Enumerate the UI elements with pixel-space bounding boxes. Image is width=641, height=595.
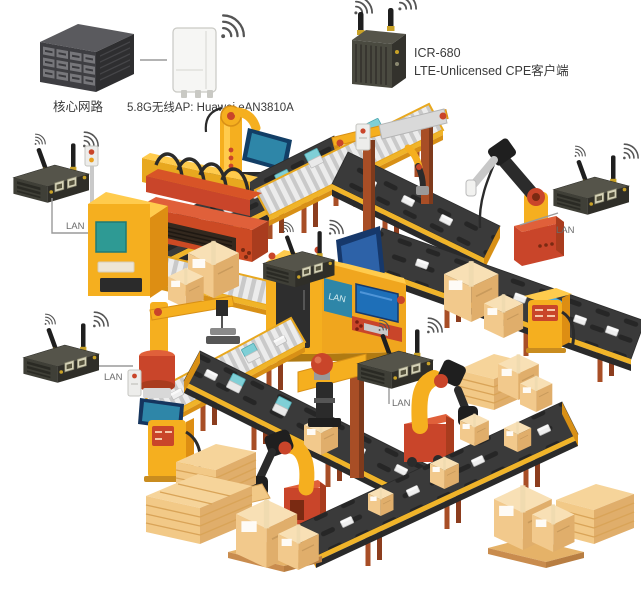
box-stack-bottom-left xyxy=(228,498,322,572)
lan-label-3: LAN xyxy=(104,372,123,383)
router-4: LAN xyxy=(23,312,133,383)
cpe-model-label: ICR-680 xyxy=(414,46,461,60)
central-control-machine: LAN xyxy=(266,226,406,362)
box-stack-bottom-right xyxy=(488,484,635,568)
cpe-legend-device xyxy=(352,0,418,88)
robot-arm-welder xyxy=(465,138,564,266)
machine-panel-lan-label: LAN xyxy=(328,291,347,304)
conveyor-belt-5 xyxy=(299,401,579,568)
lan-line-1 xyxy=(51,198,100,234)
lan-line-2 xyxy=(519,212,559,226)
wooden-crates-upper xyxy=(457,353,553,413)
press-coils xyxy=(154,152,250,192)
gantry-mini-arm xyxy=(404,144,429,195)
core-network-server xyxy=(40,24,134,92)
router-1: LAN xyxy=(13,132,100,234)
pallet-stacks-bottom-left xyxy=(145,444,257,544)
robot-arm-gripper-right xyxy=(404,359,478,467)
wireless-ap-device xyxy=(172,14,246,98)
crane-signal-device xyxy=(127,369,142,397)
control-kiosk-right xyxy=(524,288,576,353)
cpe-desc-label: LTE-Unlicensed CPE客户端 xyxy=(414,63,569,78)
router-5: LAN xyxy=(357,318,442,409)
ap-label: 5.8G无线AP: Huawei eAN3810A xyxy=(127,100,294,114)
robot-arm-crane xyxy=(127,295,240,398)
signal-lamp xyxy=(84,145,99,206)
lan-label-1: LAN xyxy=(66,221,85,232)
lan-label-4: LAN xyxy=(392,398,411,409)
lan-label-2: LAN xyxy=(556,225,575,236)
core-network-label: 核心网路 xyxy=(53,99,104,114)
gantry-crane xyxy=(331,108,449,232)
router-2: LAN xyxy=(519,144,638,236)
legend: 核心网路 5.8G无线AP: Huawei eAN3810A ICR-680 L… xyxy=(40,0,569,114)
